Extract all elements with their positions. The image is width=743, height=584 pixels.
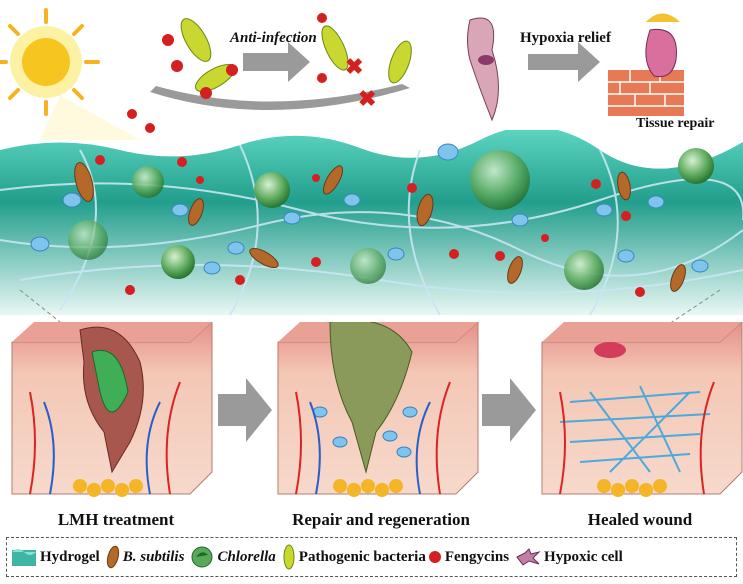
chlorella-cell bbox=[68, 220, 108, 260]
tissue-repair-illustration bbox=[608, 13, 684, 116]
legend-item-bsubtilis: B. subtilis bbox=[106, 544, 184, 570]
chlorella-cell bbox=[350, 248, 386, 284]
legend: Hydrogel B. subtilis Chlorella Pathogeni… bbox=[6, 537, 737, 577]
skin-panels bbox=[11, 322, 743, 497]
panel-healed-wound bbox=[541, 322, 743, 497]
legend-item-hypoxic-cell: Hypoxic cell bbox=[515, 548, 623, 566]
swoosh-curve bbox=[150, 84, 410, 111]
svg-text:✖: ✖ bbox=[345, 54, 363, 79]
hypoxia-relief-label: Hypoxia relief bbox=[520, 30, 611, 46]
legend-item-hydrogel: Hydrogel bbox=[11, 546, 100, 568]
arrow-panel-2-3 bbox=[482, 378, 536, 442]
chlorella-cell bbox=[564, 250, 604, 290]
panel-lmh-treatment bbox=[11, 322, 213, 497]
bsubtilis-icon bbox=[106, 545, 119, 569]
anti-infection-label: Anti-infection bbox=[230, 30, 317, 46]
fengycin-icon bbox=[428, 551, 441, 563]
svg-text:✖: ✖ bbox=[358, 86, 376, 111]
hydrogel-network bbox=[0, 130, 743, 330]
panel-title-repair: Repair and regeneration bbox=[292, 510, 470, 529]
chlorella-cell bbox=[254, 172, 290, 208]
chlorella-cell bbox=[678, 148, 714, 184]
tissue-repair-label: Tissue repair bbox=[636, 116, 715, 131]
sun-icon bbox=[0, 8, 100, 116]
panel-title-healed: Healed wound bbox=[587, 510, 693, 529]
panel-repair-regeneration bbox=[277, 322, 479, 497]
pathogen-bacteria-group bbox=[162, 18, 238, 99]
legend-item-pathogen: Pathogenic bacteria bbox=[282, 543, 426, 571]
panel-title-lmh: LMH treatment bbox=[57, 510, 175, 529]
hypoxic-cell-illustration bbox=[467, 17, 499, 122]
chlorella-cell bbox=[470, 150, 530, 210]
legend-item-chlorella: Chlorella bbox=[190, 545, 276, 569]
chlorella-cell bbox=[161, 245, 195, 279]
hydrogel-icon bbox=[12, 549, 36, 566]
arrow-hypoxia bbox=[528, 42, 600, 82]
pathogen-icon bbox=[283, 544, 295, 570]
hypoxic-cell-icon bbox=[516, 548, 541, 566]
arrow-anti-infection bbox=[243, 42, 310, 82]
chlorella-cell bbox=[132, 166, 164, 198]
top-illustration: ✖ ✖ bbox=[0, 8, 684, 140]
killed-bacteria-group: ✖ ✖ bbox=[317, 13, 412, 111]
chlorella-icon bbox=[191, 546, 213, 568]
legend-item-fengycins: Fengycins bbox=[428, 549, 509, 566]
arrow-panel-1-2 bbox=[218, 378, 272, 442]
